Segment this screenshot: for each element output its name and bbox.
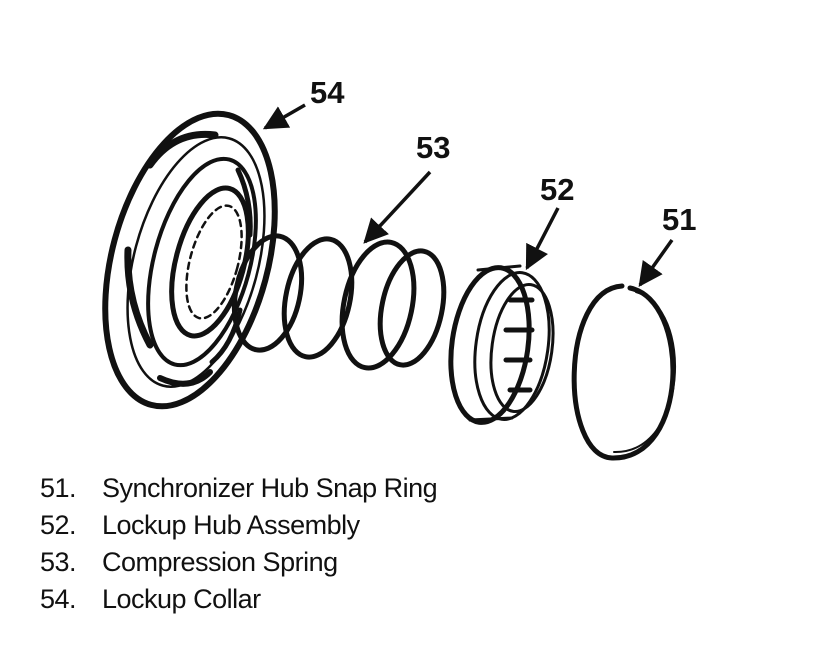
callout-53-label: 53 [416, 130, 450, 165]
legend-item-name: Synchronizer Hub Snap Ring [102, 473, 438, 503]
parts-legend: 51. Synchronizer Hub Snap Ring 52. Lockup … [40, 470, 438, 618]
legend-item: 52. Lockup Hub Assembly [40, 507, 437, 544]
legend-item-name: Lockup Collar [102, 584, 261, 614]
callout-51-arrow [638, 238, 674, 287]
leader-arrows [262, 103, 674, 287]
callout-54-label: 54 [310, 75, 345, 110]
callout-52-label: 52 [540, 172, 574, 207]
legend-item-name: Lockup Hub Assembly [102, 510, 360, 540]
legend-item-number: 54. [40, 584, 77, 614]
legend-item-name: Compression Spring [102, 547, 338, 577]
callout-54-arrow [262, 103, 306, 130]
exploded-view-diagram: 54 53 52 51 [102, 75, 696, 461]
lockup-hub-drawing [448, 264, 555, 425]
legend-item-number: 52. [40, 510, 77, 540]
lockup-collar-drawing [102, 110, 278, 410]
callout-53-arrow [363, 170, 432, 244]
legend-item-number: 51. [40, 473, 77, 503]
compression-spring-drawing [231, 233, 447, 371]
snap-ring-drawing [571, 283, 676, 461]
callout-52-arrow [525, 207, 560, 271]
legend-item: 54. Lockup Collar [40, 581, 437, 618]
callout-51-label: 51 [662, 202, 696, 237]
legend-item-number: 53. [40, 547, 77, 577]
legend-item: 51. Synchronizer Hub Snap Ring [40, 470, 438, 507]
legend-item: 53. Compression Spring [40, 544, 437, 581]
